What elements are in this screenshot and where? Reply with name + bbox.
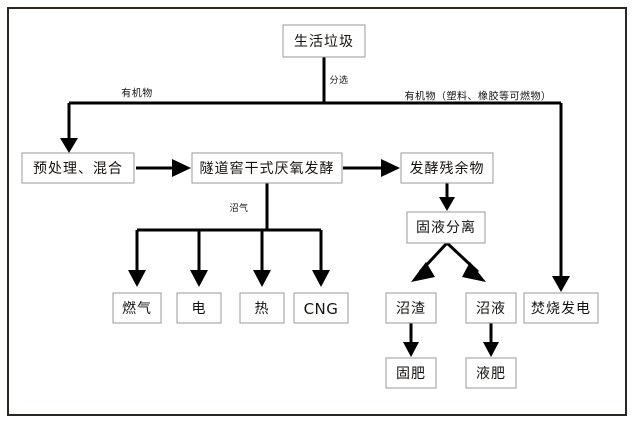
arrowhead-pretreat-to-tunnel [172,159,191,177]
node-incineration-power-label: 焚烧发电 [531,301,591,317]
node-fermentation-residue[interactable]: 发酵残余物 [400,152,494,184]
diagram-frame [7,7,627,416]
node-waste-label: 生活垃圾 [294,34,354,50]
edge-label-sorting: 分选 [329,74,348,86]
node-biogas-residue[interactable]: 沼渣 [385,292,437,324]
node-fuel-gas[interactable]: 燃气 [112,292,162,324]
node-cng[interactable]: CNG [293,292,349,324]
node-biogas-residue-label: 沼渣 [396,301,426,317]
arrowhead-tunnel-to-residue [381,159,400,177]
node-tunnel-fermentation[interactable]: 隧道窖干式厌氧发酵 [191,152,343,184]
node-solid-fertilizer-label: 固肥 [396,366,426,382]
node-solid-fertilizer[interactable]: 固肥 [385,357,437,389]
node-solid-liquid-separation[interactable]: 固液分离 [406,211,486,244]
node-heat-label: 热 [255,301,270,317]
node-electricity-label: 电 [192,301,207,317]
node-fuel-gas-label: 燃气 [122,300,152,317]
arrowhead-solidfert [403,342,419,357]
node-heat[interactable]: 热 [239,292,285,324]
edge-label-organic-right: 有机物（塑料、橡胶等可燃物） [405,90,552,103]
arrowhead-residue-to-separation [439,197,455,211]
node-solid-liquid-separation-label: 固液分离 [416,219,476,236]
edge-label-organic-left: 有机物 [121,87,153,100]
edge-label-biogas: 沼气 [229,202,248,214]
node-liquid-fertilizer[interactable]: 液肥 [465,357,517,389]
arrowhead-right-branch [552,276,570,292]
node-pretreatment[interactable]: 预处理、混合 [21,152,135,184]
node-biogas-slurry[interactable]: 沼液 [465,292,517,324]
arrowhead-heat [253,270,271,287]
node-tunnel-fermentation-label: 隧道窖干式厌氧发酵 [200,160,335,177]
arrowhead-bioliq [462,262,486,282]
arrowhead-left-branch [60,138,78,153]
arrowhead-electric [190,270,208,287]
node-liquid-fertilizer-label: 液肥 [476,366,506,382]
arrowhead-liquidfert [483,342,499,357]
node-waste[interactable]: 生活垃圾 [282,24,366,58]
node-electricity[interactable]: 电 [176,292,222,324]
arrowhead-cng [312,270,330,287]
node-fermentation-residue-label: 发酵残余物 [410,160,485,177]
node-biogas-slurry-label: 沼液 [476,301,506,317]
arrowhead-fuelgas [128,270,146,287]
node-cng-label: CNG [304,300,339,318]
node-incineration-power[interactable]: 焚烧发电 [523,292,599,324]
arrowhead-biores [411,262,435,282]
node-pretreatment-label: 预处理、混合 [33,161,123,177]
